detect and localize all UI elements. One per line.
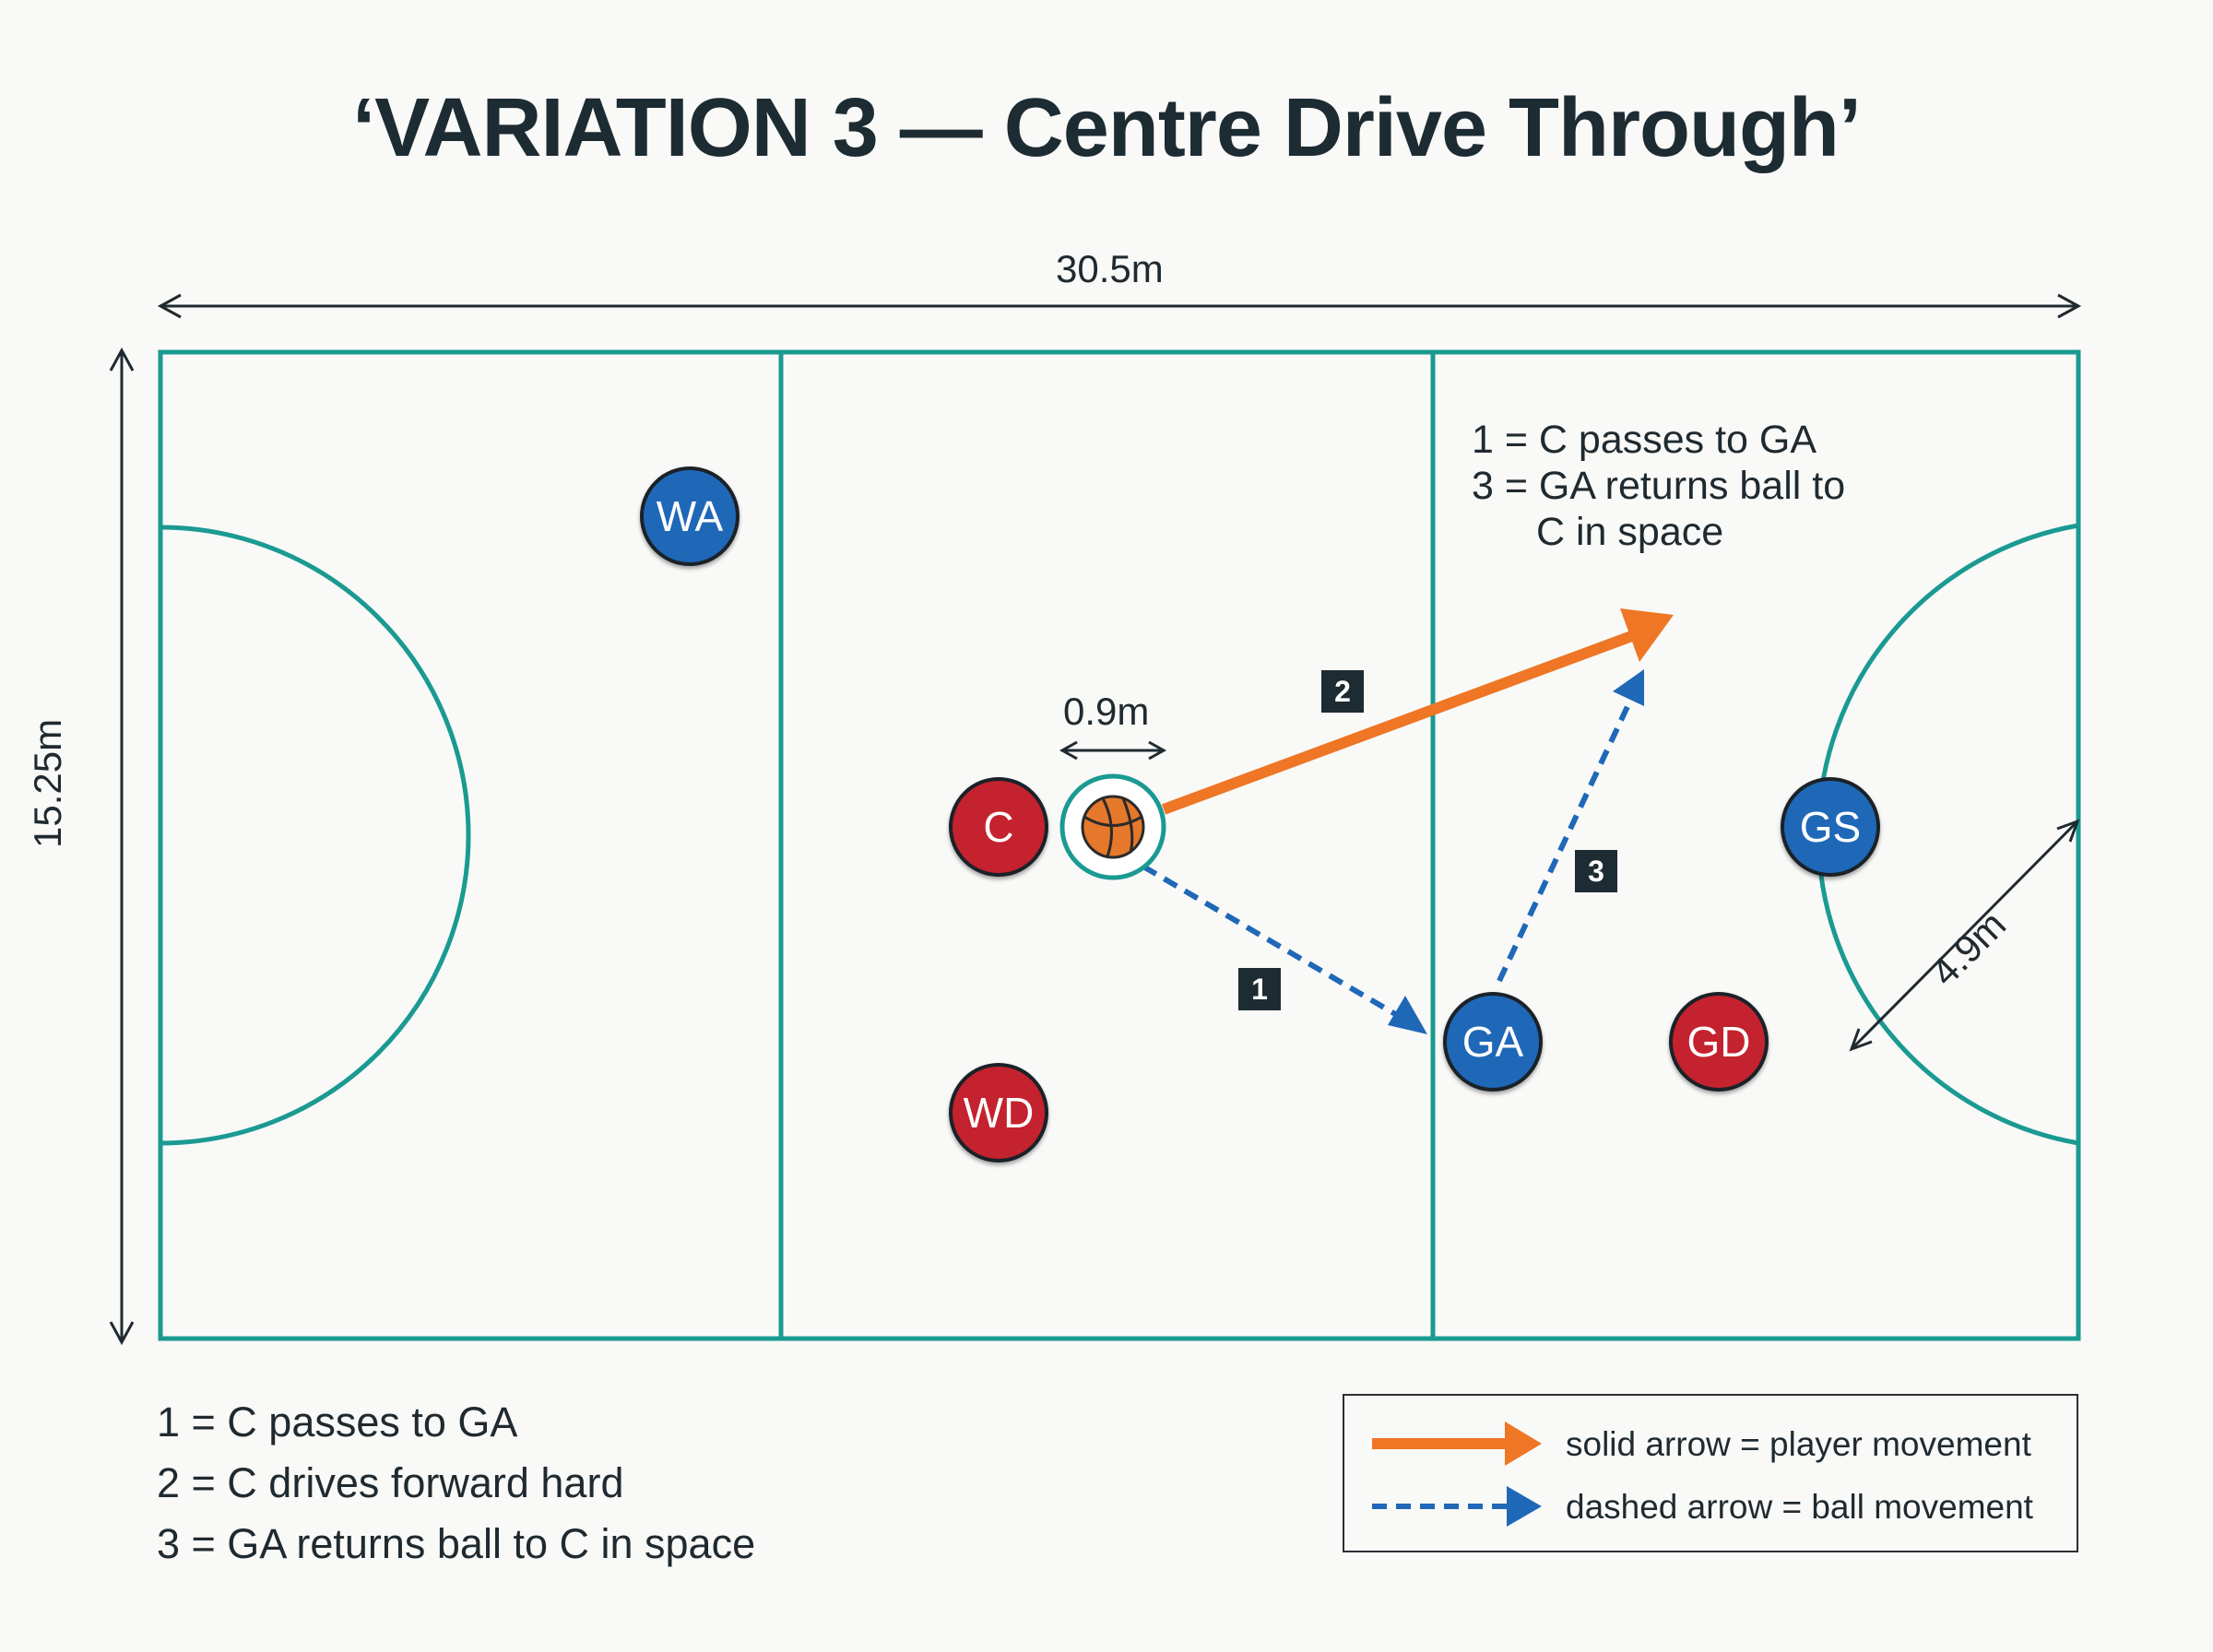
step-marker-2: 2 xyxy=(1321,670,1364,713)
dashed-arrow-icon xyxy=(1372,1486,1542,1527)
ball-icon xyxy=(1081,795,1145,859)
player-c: C xyxy=(949,777,1048,877)
player-gs: GS xyxy=(1781,777,1880,877)
ball-pass-arrow-1 xyxy=(1142,864,1427,1034)
width-label: 30.5m xyxy=(1056,247,1164,290)
centre-circle-label: 0.9m xyxy=(1063,690,1150,733)
court-annotation-line: 3 = GA returns ball to xyxy=(1472,464,1846,508)
steps-list-item: 2 = C drives forward hard xyxy=(157,1459,624,1506)
step-marker-1: 1 xyxy=(1238,968,1281,1010)
legend-row-solid: solid arrow = player movement xyxy=(1344,1416,2077,1471)
legend-solid-label: solid arrow = player movement xyxy=(1566,1425,2031,1463)
court-annotation-line: 1 = C passes to GA xyxy=(1472,418,1817,462)
player-ga: GA xyxy=(1443,992,1543,1092)
player-wa: WA xyxy=(640,466,740,566)
steps-list-item: 3 = GA returns ball to C in space xyxy=(157,1520,756,1567)
diagram-title: ‘VARIATION 3 — Centre Drive Through’ xyxy=(352,82,1862,174)
radius-dimension-arrow xyxy=(1849,819,2080,1052)
height-label: 15.25m xyxy=(26,718,69,848)
court-annotation-line: C in space xyxy=(1536,510,1724,554)
player-movement-arrow xyxy=(1161,608,1674,815)
width-dimension-arrow xyxy=(157,293,2082,319)
legend-dashed-label: dashed arrow = ball movement xyxy=(1566,1488,2033,1526)
steps-list-item: 1 = C passes to GA xyxy=(157,1398,518,1446)
ball-pass-arrow-3 xyxy=(1497,669,1644,983)
centre-circle-dimension-arrow xyxy=(1059,740,1167,761)
solid-arrow-icon xyxy=(1372,1422,1542,1466)
legend: solid arrow = player movement dashed arr… xyxy=(1343,1394,2078,1552)
legend-row-dashed: dashed arrow = ball movement xyxy=(1344,1479,2077,1534)
player-wd: WD xyxy=(949,1063,1048,1162)
steps-list: 1 = C passes to GA 2 = C drives forward … xyxy=(157,1392,755,1575)
player-gd: GD xyxy=(1669,992,1769,1092)
left-shooting-circle xyxy=(160,525,471,1146)
court-annotation: 1 = C passes to GA 3 = GA returns ball t… xyxy=(1472,417,1845,555)
step-marker-3: 3 xyxy=(1575,850,1617,892)
height-dimension-arrow xyxy=(109,347,135,1346)
